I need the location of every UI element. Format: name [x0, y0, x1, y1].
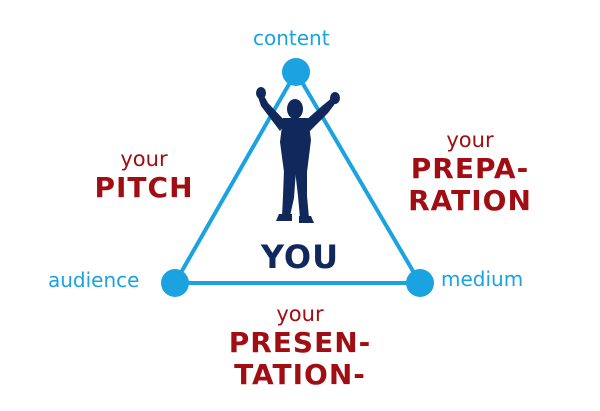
- side-label-presentation: your PRESEN- TATION-: [210, 302, 390, 391]
- presentation-title-line2: TATION-: [234, 358, 366, 391]
- presentation-title-line1: PRESEN-: [228, 326, 372, 359]
- preparation-title-line1: PREPA-: [410, 152, 530, 185]
- center-label-you: YOU: [260, 238, 340, 276]
- pitch-title: PITCH: [94, 171, 194, 204]
- cheering-person-icon: [256, 87, 340, 223]
- preparation-prefix: your: [446, 128, 494, 152]
- triangle-outline: [173, 70, 422, 285]
- side-label-pitch: your PITCH: [84, 147, 204, 204]
- side-label-preparation: your PREPA- RATION: [395, 128, 545, 217]
- vertex-label-medium: medium: [441, 267, 524, 291]
- presentation-prefix: your: [276, 302, 324, 326]
- vertex-label-content: content: [253, 26, 330, 50]
- vertex-node-medium: [406, 269, 434, 297]
- pitch-prefix: your: [120, 147, 168, 171]
- vertex-label-audience: audience: [48, 268, 140, 292]
- preparation-title-line2: RATION: [408, 184, 532, 217]
- vertex-node-content: [282, 58, 310, 86]
- vertex-node-audience: [161, 269, 189, 297]
